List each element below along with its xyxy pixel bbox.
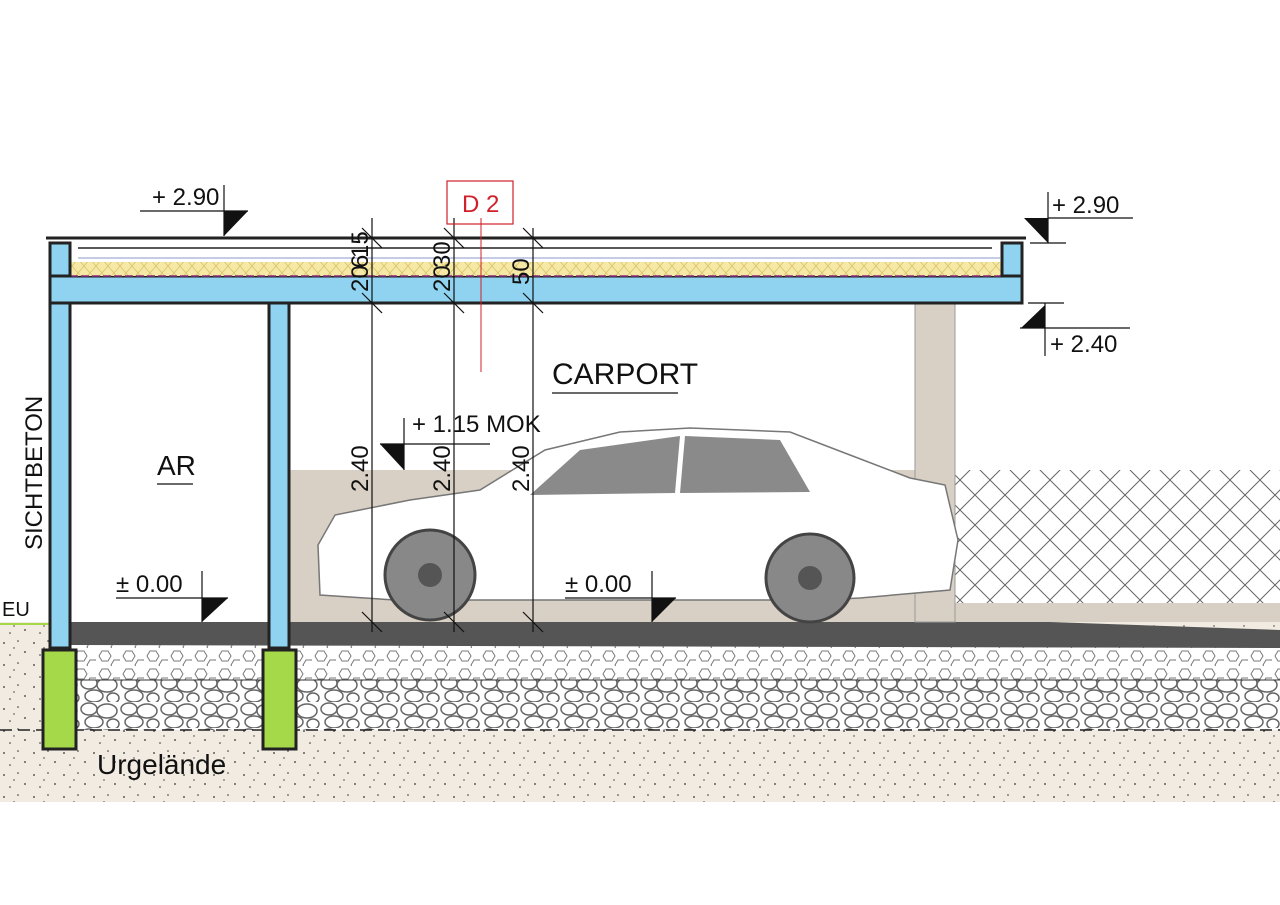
detail-marker-box[interactable] xyxy=(446,180,514,225)
mid-footing xyxy=(261,648,298,751)
fence xyxy=(955,470,1280,603)
dimension-lines xyxy=(361,218,544,633)
level-marker-roof-right xyxy=(1024,192,1133,244)
height-dim-2: 2.40 xyxy=(429,445,456,492)
dim-15: 15 xyxy=(347,231,374,258)
level-ar-floor: ± 0.00 xyxy=(116,571,183,598)
height-dim-3: 2.40 xyxy=(508,445,535,492)
room-label-ar: AR xyxy=(157,450,196,481)
terrain-label: EU xyxy=(2,599,30,621)
dim-20-a: 20 xyxy=(347,265,374,292)
level-marker-carport-floor xyxy=(565,571,676,622)
ground-label: Urgelände xyxy=(97,749,226,780)
dim-50: 50 xyxy=(508,258,535,285)
mid-column xyxy=(267,301,291,650)
detail-marker[interactable]: D 2 xyxy=(462,191,499,218)
level-marker-ar-floor xyxy=(116,571,228,622)
level-marker-roof-left xyxy=(140,185,248,236)
level-roof-left: + 2.90 xyxy=(152,184,219,211)
floor-slab xyxy=(70,622,1280,648)
level-roof-right: + 2.90 xyxy=(1052,192,1119,219)
wall-label: SICHTBETON xyxy=(21,396,48,550)
car-illustration xyxy=(317,427,959,624)
level-mok: + 1.15 MOK xyxy=(412,411,541,438)
roof-slab xyxy=(48,274,1024,305)
roof-insulation xyxy=(70,262,1002,276)
dim-6: 6 xyxy=(347,255,374,268)
dim-20-b: 20 xyxy=(429,265,456,292)
level-soffit: + 2.40 xyxy=(1050,331,1117,358)
level-carport-floor: ± 0.00 xyxy=(565,571,632,598)
left-wall-column xyxy=(48,301,72,650)
left-footing xyxy=(41,648,78,751)
stone-layer xyxy=(70,680,1280,730)
dim-30: 30 xyxy=(429,241,456,268)
level-marker-soffit xyxy=(1020,302,1130,356)
room-label-carport: CARPORT xyxy=(552,358,698,391)
level-marker-mok xyxy=(380,418,490,470)
height-dim-1: 2.40 xyxy=(347,445,374,492)
